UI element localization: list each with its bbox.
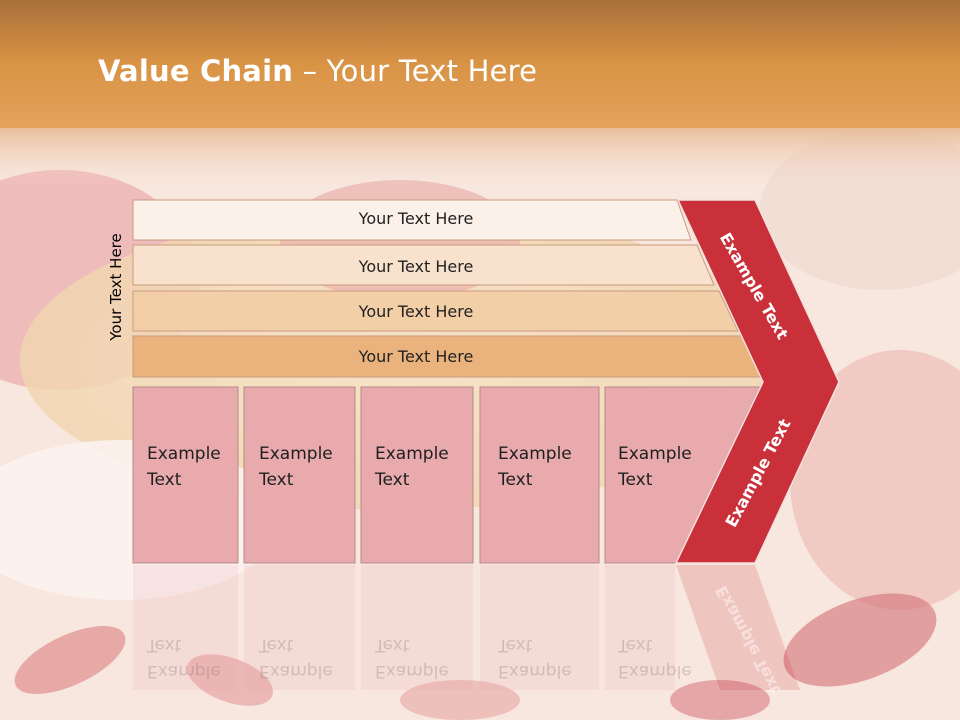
bar-2-label: Your Text Here [358, 257, 474, 276]
box-1-line2: Text [147, 470, 182, 490]
box-5-reflection-line1: Example [618, 661, 692, 681]
box-4-reflection: Example Text [498, 632, 608, 684]
box-2 [243, 386, 356, 564]
box-1-reflection-line2: Text [147, 635, 182, 655]
box-5-reflection: Example Text [618, 632, 728, 684]
box-1-line1: Example [147, 444, 221, 464]
box-4 [479, 386, 600, 564]
box-3-reflection: Example Text [375, 632, 485, 684]
bar-2 [132, 244, 715, 286]
box-3-reflection-line2: Text [375, 635, 410, 655]
box-2-reflection-line1: Example [259, 661, 333, 681]
box-5-reflection-line2: Text [618, 635, 653, 655]
box-1-reflection-line1: Example [147, 661, 221, 681]
box-2-reflection: Example Text [259, 632, 369, 684]
chevron-arrow [674, 199, 840, 564]
bar-1-label: Your Text Here [358, 209, 474, 228]
box-3-line1: Example [375, 444, 449, 464]
box-1-text: Example Text [147, 441, 257, 493]
box-1-reflection: Example Text [147, 632, 257, 684]
box-3-reflection-line1: Example [375, 661, 449, 681]
box-2-text: Example Text [259, 441, 369, 493]
box-2-reflection-line2: Text [259, 635, 294, 655]
slide-title-rest: – Your Text Here [293, 54, 538, 88]
bar-1 [132, 199, 692, 241]
box-4-reflection-line2: Text [498, 635, 533, 655]
box-2-line2: Text [259, 470, 294, 490]
box-3-line2: Text [375, 470, 410, 490]
box-1 [132, 386, 239, 564]
box-2-line1: Example [259, 444, 333, 464]
bar-3-label: Your Text Here [358, 302, 474, 321]
box-5-line2: Text [618, 470, 653, 490]
box-5-text: Example Text [618, 441, 728, 493]
slide-title-bold: Value Chain [98, 54, 294, 88]
box-4-reflection-line1: Example [498, 661, 572, 681]
box-3-text: Example Text [375, 441, 485, 493]
bar-3 [132, 290, 739, 332]
box-3 [360, 386, 474, 564]
box-4-line1: Example [498, 444, 572, 464]
box-4-text: Example Text [498, 441, 608, 493]
slide-title: Value Chain – Your Text Here [98, 54, 537, 88]
box-5-line1: Example [618, 444, 692, 464]
boxes-reflection [133, 565, 800, 690]
bar-4-label: Your Text Here [358, 347, 474, 366]
box-4-line2: Text [498, 470, 533, 490]
